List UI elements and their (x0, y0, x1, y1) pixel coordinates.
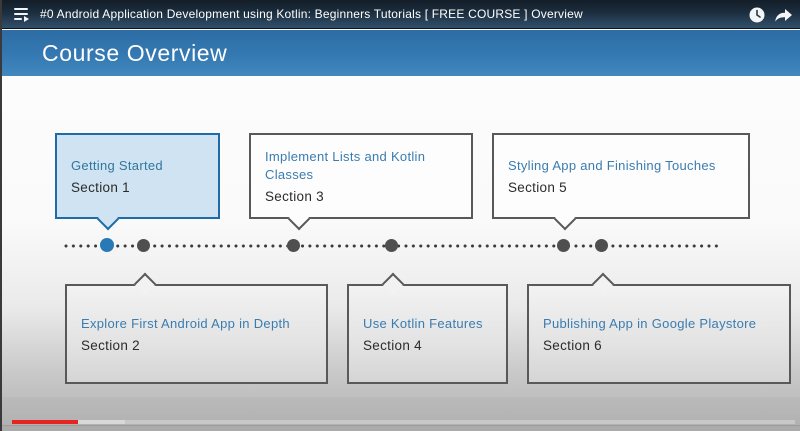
section-title: Explore First Android App in Depth (81, 316, 290, 332)
callout-tail-up (591, 272, 615, 296)
controls-bottom-edge (2, 425, 800, 431)
section-label: Section 3 (265, 188, 324, 204)
callout-tail-up (381, 272, 405, 296)
timeline-dot-section-4 (385, 239, 398, 252)
video-title[interactable]: #0 Android Application Development using… (40, 7, 583, 21)
slide-header: Course Overview (2, 30, 800, 76)
section-title: Implement Lists and Kotlin Classes (265, 149, 426, 182)
playlist-queue-icon[interactable] (14, 7, 30, 22)
share-arrow-icon[interactable] (774, 6, 792, 24)
watch-later-clock-icon[interactable] (748, 6, 766, 24)
callout-tail-down (553, 207, 577, 231)
section-label: Section 5 (508, 179, 567, 195)
callout-section-1: Getting Started Section 1 (55, 133, 220, 231)
timeline-dot-section-5 (557, 239, 570, 252)
timeline-dot-section-3 (287, 239, 300, 252)
callout-tail-down (96, 207, 120, 231)
section-title: Styling App and Finishing Touches (508, 158, 716, 174)
section-title: Publishing App in Google Playstore (543, 316, 757, 332)
section-label: Section 2 (81, 337, 140, 353)
callout-section-6: Publishing App in Google Playstore Secti… (527, 272, 791, 384)
slide-title: Course Overview (42, 39, 228, 66)
progress-played (12, 420, 78, 424)
callout-tail-up (133, 272, 157, 296)
timeline-dot-section-2 (137, 239, 150, 252)
callout-section-4: Use Kotlin Features Section 4 (347, 272, 508, 384)
callout-tail-down (287, 207, 311, 231)
player-controls (2, 397, 800, 431)
callout-section-5: Styling App and Finishing Touches Sectio… (492, 133, 750, 231)
timeline-dot-section-6 (595, 239, 608, 252)
callout-section-3: Implement Lists and Kotlin Classes Secti… (249, 133, 473, 231)
topbar-actions (748, 0, 792, 29)
timeline-dot-section-1 (100, 238, 114, 252)
section-label: Section 4 (363, 337, 422, 353)
section-title: Getting Started (71, 158, 163, 174)
slide-content: Getting Started Section 1 Implement List… (2, 76, 800, 397)
section-title: Use Kotlin Features (363, 316, 483, 332)
callout-section-2: Explore First Android App in Depth Secti… (65, 272, 328, 384)
progress-bar[interactable] (12, 420, 795, 424)
player-topbar: #0 Android Application Development using… (2, 0, 800, 29)
section-label: Section 6 (543, 337, 602, 353)
section-label: Section 1 (71, 179, 130, 195)
